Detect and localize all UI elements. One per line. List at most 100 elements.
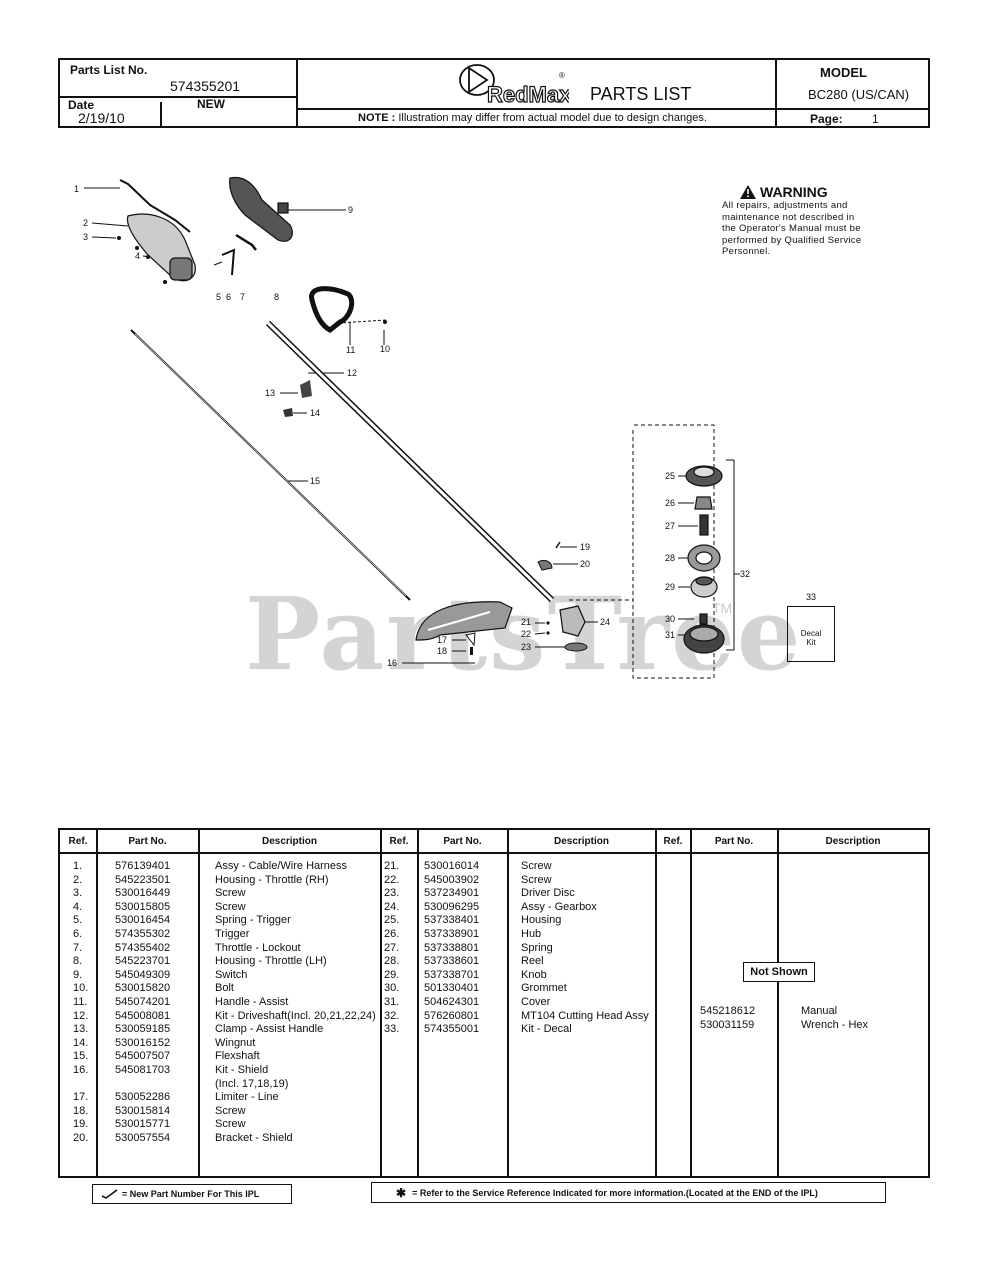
callout-label: 29	[665, 582, 676, 592]
part-number-cell	[115, 1078, 170, 1092]
description-cell: Screw	[215, 900, 246, 913]
decal-ref: 33	[806, 592, 817, 602]
part-number-cell: 545218612	[700, 1005, 756, 1017]
legend-new-part-text: = New Part Number For This IPL	[122, 1189, 260, 1199]
part-number-cell: 530015820	[115, 982, 171, 995]
description-cell: Knob	[521, 968, 547, 981]
part-number-cell: 530016454	[115, 914, 171, 927]
callout-label: 20	[580, 559, 591, 569]
part-number-cell: 545049309	[115, 968, 171, 981]
description-cell: Screw	[215, 887, 246, 900]
callout-label: 2	[83, 218, 89, 228]
ref-cell: 14.	[73, 1036, 89, 1049]
not-shown-label: Not Shown	[743, 962, 815, 982]
description-cell: Clamp - Assist Handle	[215, 1023, 324, 1036]
description-cell: Cover	[521, 995, 551, 1008]
part-number-cell: 537338601	[424, 955, 480, 968]
ref-cell: 17.	[73, 1091, 89, 1104]
brand-text: RedMax	[487, 82, 569, 106]
part-number-cell: 501330401	[424, 982, 480, 995]
ref-cell: 4.	[73, 900, 83, 913]
callout-label: 5	[216, 292, 222, 302]
description-cell: Handle - Assist	[215, 995, 289, 1008]
ref-cell: 23.	[384, 887, 400, 900]
ref-cell: 15.	[73, 1050, 89, 1063]
col2-ref: 21.22.23.24.25.26.27.28.29.30.31.32.33.	[384, 860, 399, 1037]
warning-line: maintenance not described in	[722, 211, 855, 223]
ref-cell: 20.	[73, 1131, 89, 1144]
ref-cell: 10.	[73, 982, 89, 995]
part-number-cell: 530052286	[115, 1091, 171, 1104]
description-cell: Driver Disc	[521, 887, 575, 900]
callout-label: 22	[521, 629, 532, 639]
part-number-cell: 537338801	[424, 941, 480, 954]
brand-registered: ®	[559, 71, 565, 80]
watermark-tm: TM	[712, 600, 733, 616]
callout-label: 16	[387, 658, 398, 668]
model-label: MODEL	[820, 65, 867, 80]
ref-cell: 6.	[73, 927, 83, 940]
ref-cell: 11.	[73, 995, 88, 1008]
callout-label: 4	[135, 251, 141, 261]
description-cell: Screw	[521, 860, 552, 872]
callout-label: 1	[74, 184, 80, 194]
part-number-cell: 530015805	[115, 900, 171, 913]
model-value: BC280 (US/CAN)	[808, 87, 910, 102]
warning-line: All repairs, adjustments and	[722, 200, 848, 211]
description-cell: Kit - Shield	[215, 1063, 269, 1076]
date-value: 2/19/10	[78, 110, 125, 126]
part-number-cell: 545003902	[424, 873, 480, 886]
description-cell: Housing	[521, 914, 562, 927]
ref-cell: 8.	[73, 955, 83, 968]
description-cell: Throttle - Lockout	[215, 941, 301, 954]
exploded-parts-diagram	[84, 176, 740, 679]
callout-label: 27	[665, 521, 676, 531]
ref-cell: 18.	[73, 1104, 89, 1117]
callout-label: 13	[265, 388, 276, 398]
decal-kit-box: Decal Kit	[787, 606, 835, 662]
part-number-cell: 545223501	[115, 873, 171, 886]
warning-line: Personnel.	[722, 246, 771, 257]
part-number-cell: 545007507	[115, 1050, 171, 1063]
description-cell: Limiter - Line	[215, 1091, 279, 1104]
part-number-cell: 530015771	[115, 1118, 171, 1131]
part-number-cell: 530031159	[700, 1018, 755, 1031]
callout-label: 30	[665, 614, 676, 624]
callout-label: 19	[580, 542, 591, 552]
description-cell: Grommet	[521, 982, 567, 995]
callout-label: 15	[310, 476, 321, 486]
description-cell: Trigger	[215, 927, 250, 940]
description-cell: Bolt	[215, 982, 234, 995]
part-number-cell: 545074201	[115, 995, 171, 1008]
callout-label: 18	[437, 646, 448, 656]
description-cell: Manual	[801, 1005, 838, 1017]
callout-label: 14	[310, 408, 321, 418]
col-header: Ref.	[663, 835, 683, 847]
ref-cell: 9.	[73, 968, 83, 981]
col-header: Part No.	[714, 835, 754, 847]
callout-label: 21	[521, 617, 532, 627]
part-number-cell: 537234901	[424, 887, 480, 900]
warning-block: WARNING All repairs, adjustments and mai…	[722, 184, 892, 258]
col1-ref: 1.2.3.4.5.6.7.8.9.10.11.12.13.14.15.16. …	[73, 860, 88, 1145]
note: NOTE : Illustration may differ from actu…	[358, 112, 707, 124]
part-number-cell: 537338901	[424, 927, 480, 940]
page-label: Page:	[810, 112, 843, 126]
part-number-cell: 545008081	[115, 1009, 171, 1022]
description-cell: Assy - Cable/Wire Harness	[215, 860, 348, 872]
redmax-logo: RedMax ®	[457, 62, 573, 108]
note-text: Illustration may differ from actual mode…	[395, 112, 707, 124]
parts-table: Ref. Part No. Description Ref. Part No. …	[58, 828, 930, 1178]
part-number-cell: 537338401	[424, 914, 480, 927]
part-number-cell: 530016014	[424, 860, 480, 872]
header-box: Parts List No. 574355201 Date NEW 2/19/1…	[58, 58, 930, 128]
ref-cell: 29.	[384, 968, 400, 981]
parts-list-no: 574355201	[170, 78, 241, 94]
col-header: Part No.	[128, 835, 167, 847]
part-number-cell: 576139401	[115, 860, 171, 872]
legend-service-ref: ✱ = Refer to the Service Reference Indic…	[371, 1182, 886, 1203]
